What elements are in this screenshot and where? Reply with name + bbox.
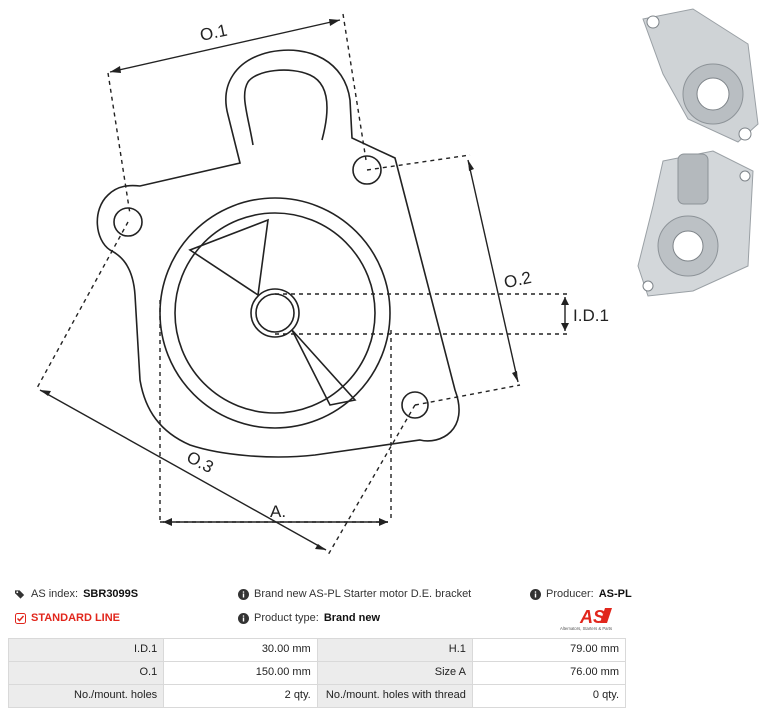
dimension-o3-line [39,389,327,551]
label-id1: I.D.1 [573,306,609,325]
producer-label: Producer: [546,588,594,600]
as-index-value: SBR3099S [83,588,139,600]
spec-label: H.1 [316,638,473,662]
product-photo-front [633,4,764,144]
sector-lower [291,329,357,406]
description-row: Brand new AS-PL Starter motor D.E. brack… [238,588,471,600]
producer-value: AS-PL [598,588,632,600]
spec-label: No./mount. holes with thread [316,684,473,708]
product-photo-back [633,146,764,306]
as-index-row: AS index: SBR3099S [15,588,138,600]
spec-label: O.1 [7,661,165,685]
technical-drawing: O.1 O.2 O.3 I.D.1 A. [36,13,609,556]
shaft-hole-inner [255,293,295,333]
product-description: Brand new AS-PL Starter motor D.E. brack… [254,588,472,600]
bore-outer-circle [159,197,391,429]
standard-line-label: STANDARD LINE [31,612,121,624]
label-a: A. [270,502,286,521]
producer-row: Producer: AS-PL [530,588,632,600]
standard-line-row: STANDARD LINE [15,612,120,624]
spec-value: 2 qty. [163,684,318,708]
spec-value: 0 qty. [471,684,627,708]
mount-hole-left [113,207,143,237]
tags-icon [15,589,26,600]
check-square-icon [15,612,26,624]
spec-value: 76.00 mm [471,661,627,685]
bore-inner-circle [174,212,376,414]
as-pl-logo: AS Alternators, Starters & Parts [560,607,612,631]
dimension-o1-line [109,19,341,73]
spec-label: Size A [316,661,473,685]
as-index-label: AS index: [31,588,79,600]
label-o2: O.2 [502,268,533,292]
label-o1: O.1 [198,21,229,45]
shaft-hole-outer [250,288,300,338]
product-type-label: Product type: [254,612,319,624]
info-circle-icon [238,612,249,624]
spec-label: I.D.1 [7,638,165,662]
spec-value: 79.00 mm [471,638,627,662]
mount-hole-top-right [352,155,382,185]
info-circle-icon [238,588,249,600]
spec-value: 150.00 mm [163,661,318,685]
spec-label: No./mount. holes [7,684,165,708]
product-type-value: Brand new [323,612,381,624]
svg-text:Alternators, Starters & Parts: Alternators, Starters & Parts [560,626,612,631]
spec-value: 30.00 mm [163,638,318,662]
svg-text:AS: AS [579,607,605,627]
bracket-loop [243,69,328,146]
info-circle-icon [530,588,541,600]
dimension-o2-line [467,159,519,383]
mount-hole-bottom-right [401,391,429,419]
product-type-row: Product type: Brand new [238,612,380,624]
bracket-outline [96,49,460,458]
sector-upper [188,218,269,297]
